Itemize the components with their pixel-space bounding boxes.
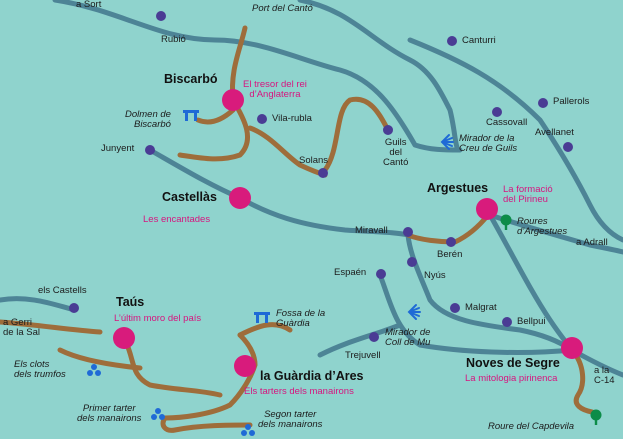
label-castells: els Castells <box>38 285 87 296</box>
label-vila-rubla: Vila-rubla <box>272 113 312 124</box>
label-dolmen: Dolmen de Biscarbó <box>125 109 171 130</box>
trail-fossa <box>237 322 293 338</box>
label-sort: a Sort <box>76 0 102 10</box>
legend-encantades: Les encantades <box>143 214 211 225</box>
label-guils: Guils del Cantó <box>383 137 409 168</box>
road-junyent <box>147 147 411 238</box>
label-canturri: Canturri <box>462 35 496 46</box>
road-adrall <box>487 212 623 255</box>
legend-tresor: El tresor del rei d’Anglaterra <box>243 79 307 100</box>
road-taus <box>0 296 78 313</box>
road-canturri-adrall <box>407 37 623 243</box>
trail-solans <box>247 125 328 178</box>
label-junyent: Junyent <box>101 143 135 154</box>
road-top-right <box>297 0 461 153</box>
label-rubio: Rubió <box>161 34 186 45</box>
label-guardia: la Guàrdia d’Ares <box>260 369 364 383</box>
road-espaen <box>377 272 575 355</box>
trail-guardia <box>160 332 258 433</box>
legend-mitologia: La mitologia pirinenca <box>465 373 558 384</box>
road-sort-guils <box>52 0 463 153</box>
label-castellas: Castellàs <box>162 190 217 204</box>
label-primer-tarter: Primer tarter dels manairons <box>77 403 142 424</box>
label-avellanet: Avellanet <box>535 127 574 138</box>
label-mirador-coll: Mirador de Coll de Mu <box>385 327 431 348</box>
label-espaen: Espaén <box>334 267 367 278</box>
label-taus: Taús <box>116 295 145 309</box>
label-gerri: a Gerri de la Sal <box>3 317 40 338</box>
label-roures: Roures d’Argestues <box>517 216 568 237</box>
label-trejuvell: Trejuvell <box>345 350 381 361</box>
label-miravall: Miravall <box>355 225 388 236</box>
label-bellpui: Bellpui <box>517 316 546 327</box>
label-biscarbo: Biscarbó <box>164 72 218 86</box>
trail-guils <box>322 96 391 173</box>
label-capdevila: Roure del Capdevila <box>488 421 575 432</box>
label-solans: Solans <box>299 155 329 166</box>
label-cassovall: Cassovall <box>486 117 528 128</box>
legend-moro: L’últim moro del país <box>114 313 202 324</box>
trail-clots <box>0 319 103 335</box>
label-beren: Berén <box>437 249 463 260</box>
label-nyus: Nyús <box>424 270 446 281</box>
label-pallerols: Pallerols <box>553 96 590 107</box>
label-clots: Els clots dels trumfos <box>14 359 66 380</box>
label-segon-tarter: Segon tarter dels manairons <box>258 409 323 430</box>
trail-clots-2 <box>57 347 143 371</box>
trail-taus-down <box>122 337 223 398</box>
trail-biscarbo-south <box>177 97 251 162</box>
label-argestues: Argestues <box>427 181 489 195</box>
road-trejuvell <box>317 322 403 358</box>
label-fossa: Fossa de la Guàrdia <box>276 308 326 329</box>
trail-capdevila <box>569 347 595 415</box>
road-segre <box>405 232 575 353</box>
legend-formacio: La formació del Pirineu <box>503 184 553 205</box>
legend-tarters: Els tarters dels manairons <box>244 386 354 397</box>
label-noves: Noves de Segre <box>466 356 560 370</box>
label-adrall: a Adrall <box>576 237 608 248</box>
label-port-canto: Port del Cantó <box>252 3 313 14</box>
trail-dolmen <box>195 107 236 125</box>
label-malgrat: Malgrat <box>465 302 497 313</box>
trail-miravall-argestues <box>405 212 491 245</box>
label-mirador-creu: Mirador de la Creu de Guils <box>459 133 518 154</box>
label-c14: a la C-14 <box>594 365 615 386</box>
